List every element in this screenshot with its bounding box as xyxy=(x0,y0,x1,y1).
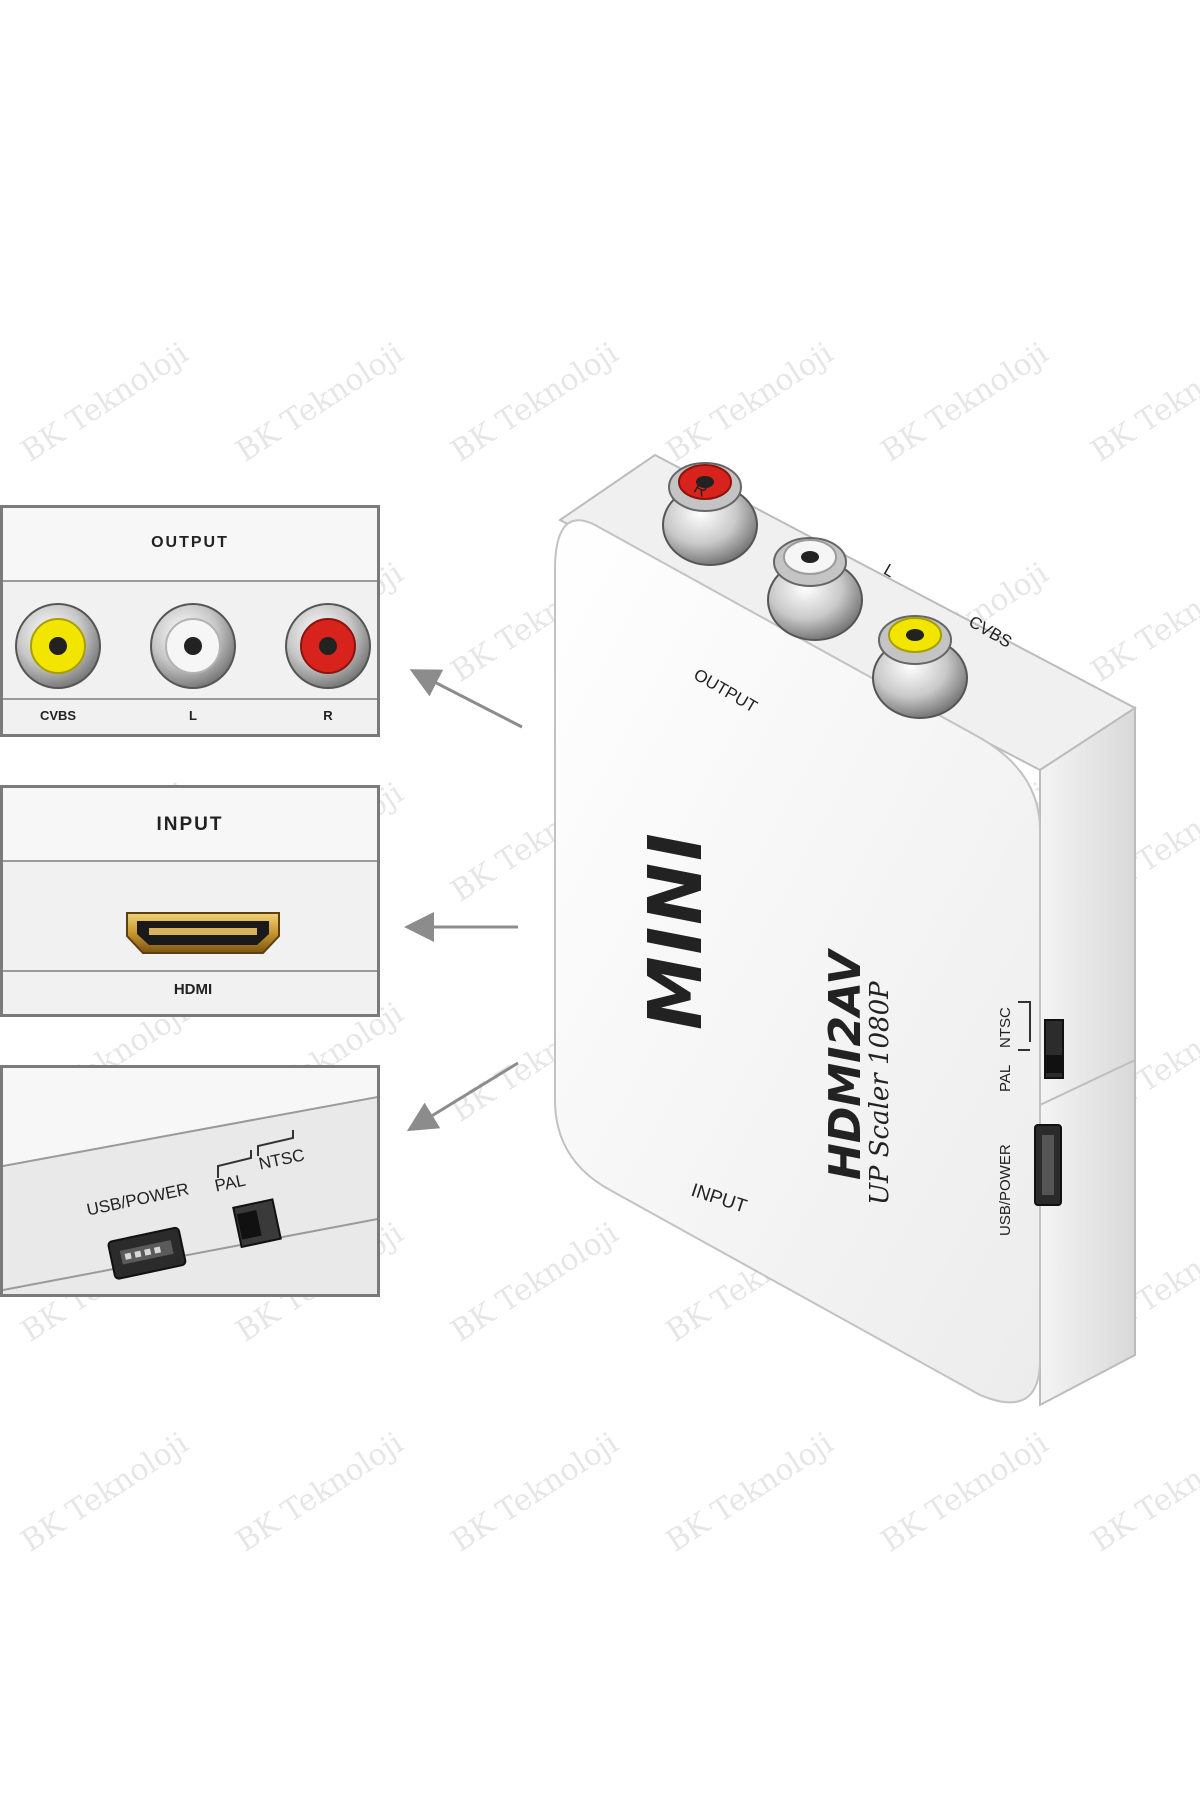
divider xyxy=(3,970,377,972)
power-side-illustration xyxy=(3,1068,377,1291)
l-label: L xyxy=(189,708,197,723)
device-logo: MINI xyxy=(633,831,719,1030)
pal-ntsc-switch xyxy=(232,1198,282,1249)
device-ntsc-label: NTSC xyxy=(997,1007,1014,1048)
device-front-face xyxy=(554,519,1041,1404)
input-detail-panel: INPUT HDMI xyxy=(0,785,380,1017)
device-pal-label: PAL xyxy=(997,1064,1014,1092)
hdmi-port xyxy=(126,912,280,954)
power-detail-panel: USB/POWER PAL NTSC xyxy=(0,1065,380,1297)
device-white-jack xyxy=(767,537,863,641)
cvbs-jack xyxy=(15,603,101,689)
cvbs-label: CVBS xyxy=(39,708,77,723)
mini-usb-port xyxy=(107,1226,187,1280)
device-usb-label: USB/POWER xyxy=(997,1144,1014,1236)
device-mini-usb-port xyxy=(1034,1124,1062,1206)
panel-title: INPUT xyxy=(156,814,224,835)
divider xyxy=(3,698,377,700)
left-audio-jack xyxy=(150,603,236,689)
output-detail-panel: OUTPUT xyxy=(0,505,380,737)
device-yellow-jack xyxy=(872,615,968,719)
device-subtitle: UP Scaler 1080P xyxy=(865,981,895,1205)
panel-top-face xyxy=(3,788,377,862)
device-red-jack xyxy=(662,462,758,566)
r-label: R xyxy=(323,708,333,723)
device-model: HDMI2AV xyxy=(820,950,871,1180)
panel-top-face xyxy=(3,508,377,582)
panel-title: OUTPUT xyxy=(151,534,229,551)
output-jacks xyxy=(15,603,371,689)
device-pal-ntsc-switch xyxy=(1044,1019,1064,1079)
right-audio-jack xyxy=(285,603,371,689)
hdmi-label: HDMI xyxy=(173,981,213,998)
